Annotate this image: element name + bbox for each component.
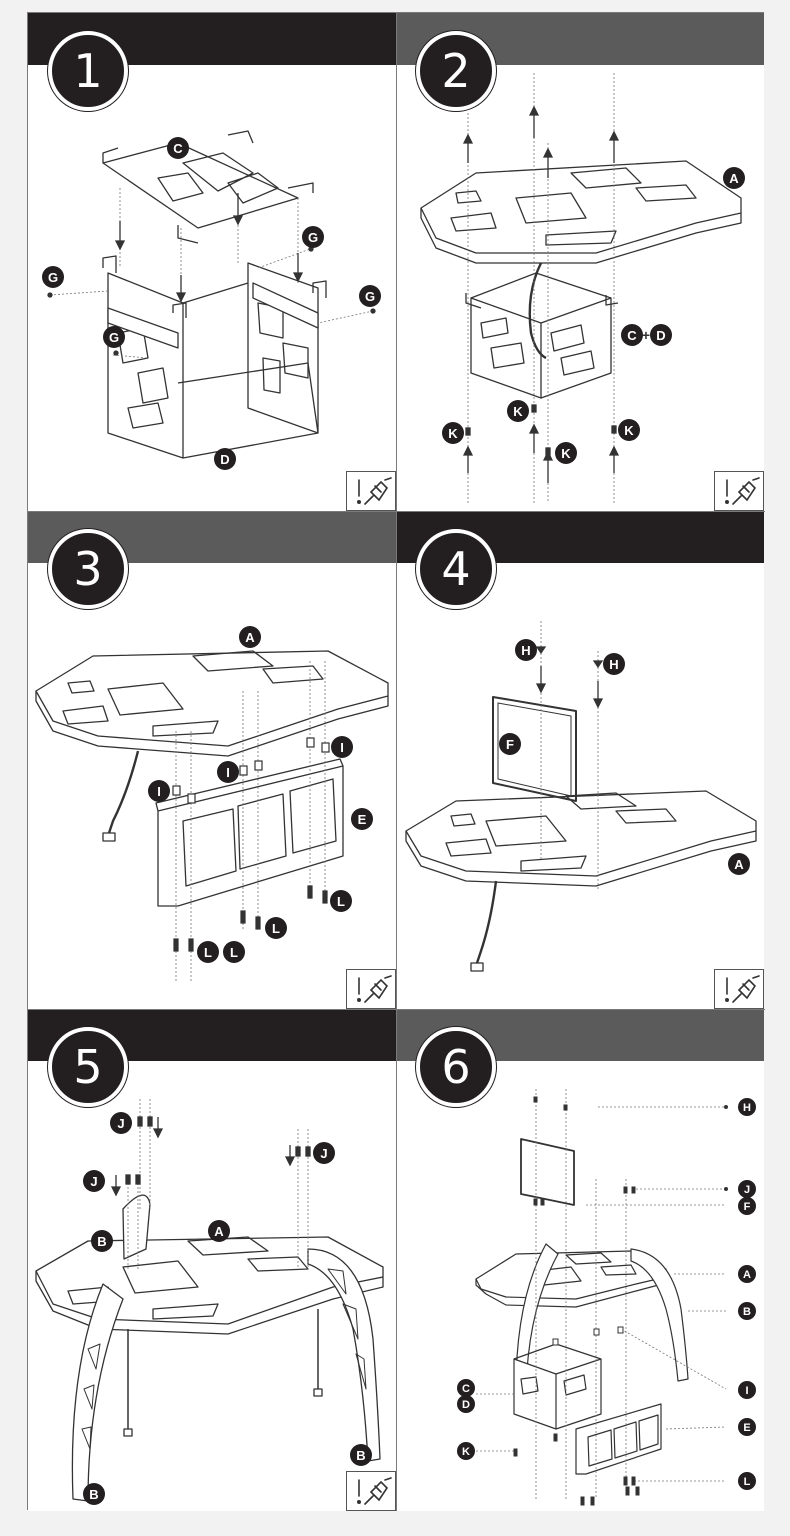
step-6-label: E bbox=[743, 1422, 750, 1434]
step-6-number: 6 bbox=[416, 1027, 496, 1107]
step-2-number: 2 bbox=[416, 31, 496, 111]
step-5-label: B bbox=[89, 1487, 98, 1502]
step-3-label: A bbox=[245, 630, 255, 645]
step-4-tool-box bbox=[714, 969, 764, 1009]
step-4-label: H bbox=[521, 643, 530, 658]
step-1-diagram: C D G G G G bbox=[42, 130, 381, 470]
step-3-label: I bbox=[157, 784, 161, 799]
step-4-label: F bbox=[506, 737, 514, 752]
step-3-number: 3 bbox=[48, 529, 128, 609]
step-1-panel: 1 bbox=[28, 13, 396, 511]
step-5-label: B bbox=[97, 1234, 106, 1249]
step-2-part-labels: A C + D K K K K bbox=[442, 167, 745, 464]
caution-screwdriver-icon bbox=[357, 477, 392, 505]
step-6-label: J bbox=[744, 1184, 750, 1196]
step-5-diagram: A B B B J J J bbox=[35, 1099, 384, 1505]
step-5-label: J bbox=[320, 1146, 327, 1161]
horizontal-divider bbox=[28, 511, 765, 512]
step-6-label: K bbox=[462, 1446, 470, 1458]
caution-screwdriver-icon bbox=[725, 975, 760, 1003]
step-3-tool-box bbox=[346, 969, 396, 1009]
step-2-tool-box bbox=[714, 471, 764, 511]
step-1-number: 1 bbox=[48, 31, 128, 111]
step-3-panel: 3 bbox=[28, 511, 396, 1009]
step-3-diagram: A E I I I L L L bbox=[35, 626, 389, 981]
step-1-label: G bbox=[48, 270, 58, 285]
step-6-label: A bbox=[743, 1269, 751, 1281]
step-3-label: L bbox=[337, 894, 345, 909]
step-6-part-labels: H J F A B I C D E K L bbox=[457, 1098, 756, 1490]
step-1-label: G bbox=[109, 330, 119, 345]
step-3-label: L bbox=[204, 945, 212, 960]
step-6-diagram: H J F A B I C D E K L bbox=[457, 1089, 756, 1506]
step-2-label: C bbox=[627, 328, 637, 343]
step-5-label: J bbox=[117, 1116, 124, 1131]
step-4-label: H bbox=[609, 657, 618, 672]
step-6-label: C bbox=[462, 1383, 470, 1395]
step-4-part-labels: A F H H bbox=[499, 639, 750, 875]
step-1-part-labels: C D G G G G bbox=[42, 137, 381, 470]
caution-screwdriver-icon bbox=[725, 477, 760, 505]
step-3-label: E bbox=[358, 812, 367, 827]
step-2-plus-sign: + bbox=[642, 327, 650, 343]
step-6-label: H bbox=[743, 1102, 751, 1114]
step-6-label: D bbox=[462, 1399, 470, 1411]
step-2-label: A bbox=[729, 171, 739, 186]
step-1-label: C bbox=[173, 141, 183, 156]
step-5-number: 5 bbox=[48, 1027, 128, 1107]
horizontal-divider bbox=[28, 1009, 765, 1010]
step-3-label: L bbox=[272, 921, 280, 936]
step-5-label: J bbox=[90, 1174, 97, 1189]
step-6-label: B bbox=[743, 1306, 751, 1318]
step-1-label: G bbox=[308, 230, 318, 245]
step-2-diagram: A C + D K K K K bbox=[420, 73, 745, 503]
step-2-label: D bbox=[656, 328, 665, 343]
step-4-panel: 4 A bbox=[396, 511, 764, 1009]
step-5-label: B bbox=[356, 1448, 365, 1463]
step-4-label: A bbox=[734, 857, 744, 872]
step-6-panel: 6 bbox=[396, 1009, 764, 1511]
step-6-label: F bbox=[744, 1201, 751, 1213]
step-5-tool-box bbox=[346, 1471, 396, 1511]
step-2-panel: 2 bbox=[396, 13, 764, 511]
step-2-label: K bbox=[561, 446, 571, 461]
step-6-label: I bbox=[745, 1385, 748, 1397]
instruction-sheet: 1 bbox=[27, 12, 765, 1511]
step-4-number: 4 bbox=[416, 529, 496, 609]
step-5-part-labels: A B B B J J J bbox=[83, 1112, 372, 1505]
step-1-label: G bbox=[365, 289, 375, 304]
step-4-diagram: A F H H bbox=[405, 621, 757, 972]
step-3-part-labels: A E I I I L L L bbox=[148, 626, 373, 963]
step-1-label: D bbox=[220, 452, 229, 467]
caution-screwdriver-icon bbox=[357, 1477, 392, 1505]
step-3-label: L bbox=[230, 945, 238, 960]
step-2-label: K bbox=[448, 426, 458, 441]
step-3-label: I bbox=[340, 740, 344, 755]
step-2-label: K bbox=[513, 404, 523, 419]
vertical-divider bbox=[396, 13, 397, 1511]
step-5-panel: 5 bbox=[28, 1009, 396, 1511]
step-6-label: L bbox=[744, 1476, 751, 1488]
caution-screwdriver-icon bbox=[357, 975, 392, 1003]
step-3-label: I bbox=[226, 765, 230, 780]
step-5-label: A bbox=[214, 1224, 224, 1239]
step-1-tool-box bbox=[346, 471, 396, 511]
step-2-label: K bbox=[624, 423, 634, 438]
